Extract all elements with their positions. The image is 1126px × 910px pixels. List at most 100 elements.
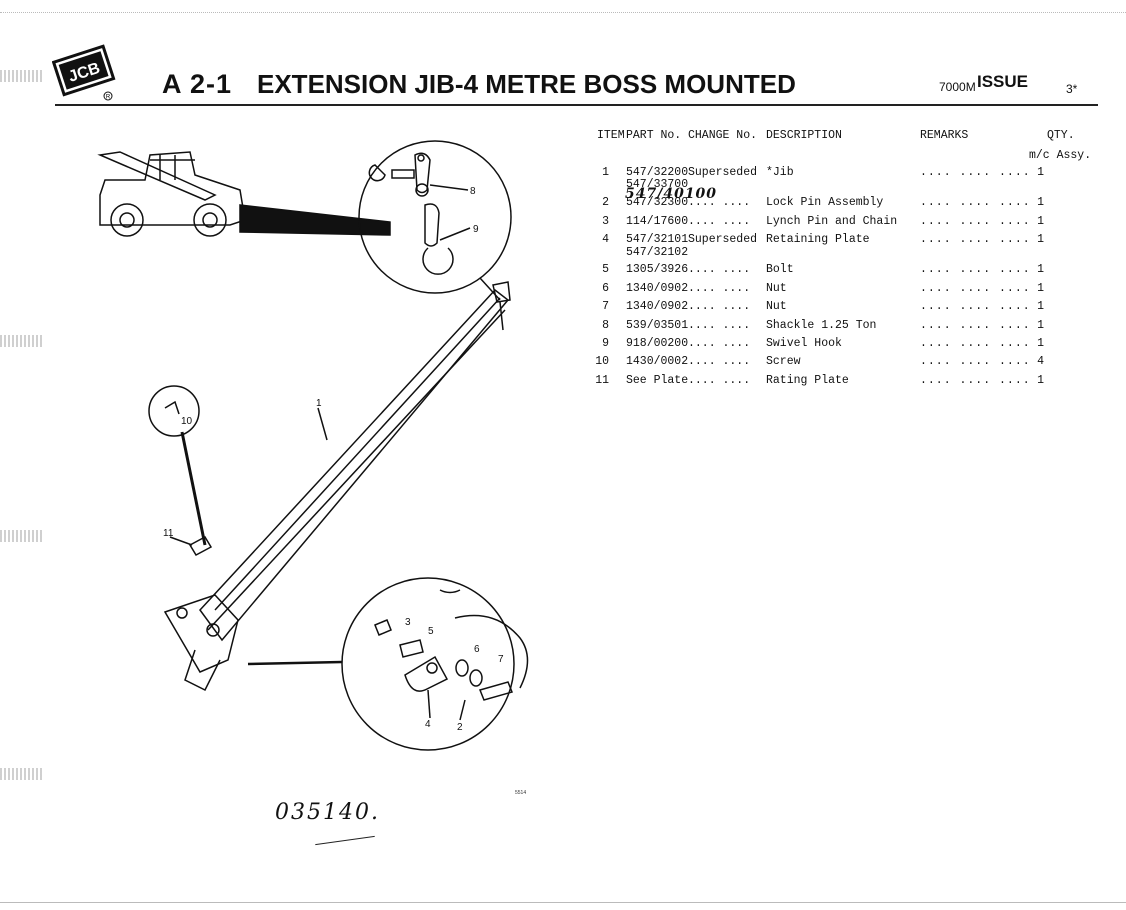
table-row: 6 1340/0902 .... .... Nut .... .... ....… [0, 282, 1126, 300]
quantity: 1 [1037, 233, 1044, 246]
remarks: .... .... .... [920, 166, 1031, 179]
table-row: 2 547/32300 .... .... Lock Pin Assembly … [0, 196, 1126, 214]
scan-artifact [0, 768, 44, 780]
col-header-change: CHANGE No. [688, 129, 758, 142]
change-number: .... .... [688, 196, 751, 209]
item-number: 6 [602, 282, 609, 295]
item-number: 3 [602, 215, 609, 228]
table-row: 3 114/17600 .... .... Lynch Pin and Chai… [0, 215, 1126, 233]
callout-label: 2 [457, 722, 463, 733]
section-code: A 2-1 [162, 69, 233, 99]
remarks: .... .... .... [920, 263, 1031, 276]
description: Bolt [766, 263, 794, 276]
table-row: 7 1340/0902 .... .... Nut .... .... ....… [0, 300, 1126, 318]
callout-label: 4 [425, 719, 431, 730]
col-header-qty: QTY. [1047, 129, 1075, 142]
remarks: .... .... .... [920, 233, 1031, 246]
table-row: 11 See Plate .... .... Rating Plate ....… [0, 374, 1126, 392]
header-divider [55, 104, 1098, 106]
description: Retaining Plate [766, 233, 870, 246]
quantity: 1 [1037, 166, 1044, 179]
remarks: .... .... .... [920, 355, 1031, 368]
part-number: 1430/0002 [626, 355, 689, 368]
callout-label: 6 [474, 644, 480, 655]
item-number: 10 [595, 355, 609, 368]
table-row: 4 547/32101 Superseded Retaining Plate .… [0, 233, 1126, 251]
scan-artifact [0, 70, 44, 82]
quantity: 1 [1037, 196, 1044, 209]
item-number: 4 [602, 233, 609, 246]
change-number: .... .... [688, 355, 751, 368]
item-number: 7 [602, 300, 609, 313]
replacement-part-number: 547/32102 [626, 246, 689, 259]
scan-edge [0, 902, 1126, 903]
quantity: 1 [1037, 263, 1044, 276]
part-number: See Plate [626, 374, 689, 387]
remarks: .... .... .... [920, 300, 1031, 313]
part-number: 539/03501 [626, 319, 689, 332]
part-number: 114/17600 [626, 215, 689, 228]
callout-label: 5 [428, 626, 434, 637]
part-number: 1340/0902 [626, 300, 689, 313]
part-number: 918/00200 [626, 337, 689, 350]
issue-label: ISSUE [977, 72, 1029, 91]
part-number: 1305/3926 [626, 263, 689, 276]
change-number: .... .... [688, 300, 751, 313]
callout-label: 11 [163, 528, 174, 539]
change-number: .... .... [688, 319, 751, 332]
col-header-part: PART No. [626, 129, 682, 142]
remarks: .... .... .... [920, 215, 1031, 228]
change-number: .... .... [688, 374, 751, 387]
callout-label: 1 [316, 398, 322, 409]
quantity: 1 [1037, 319, 1044, 332]
quantity: 1 [1037, 215, 1044, 228]
description: Nut [766, 300, 787, 313]
table-row: 5 1305/3926 .... .... Bolt .... .... ...… [0, 263, 1126, 281]
remarks: .... .... .... [920, 374, 1031, 387]
remarks: .... .... .... [920, 337, 1031, 350]
item-number: 2 [602, 196, 609, 209]
quantity: 1 [1037, 374, 1044, 387]
item-number: 5 [602, 263, 609, 276]
svg-text:R: R [106, 95, 111, 101]
remarks: .... .... .... [920, 282, 1031, 295]
item-number: 9 [602, 337, 609, 350]
scan-artifact [0, 335, 44, 347]
exploded-parts-diagram: 1 2 3 4 5 6 7 8 9 10 11 [97, 140, 529, 751]
col-header-remarks: REMARKS [920, 129, 969, 142]
change-number: Superseded [688, 233, 758, 246]
table-row: 10 1430/0002 .... .... Screw .... .... .… [0, 355, 1126, 373]
description: Screw [766, 355, 801, 368]
hook-detail-callout [358, 140, 512, 301]
callout-label: 8 [470, 186, 476, 197]
figure-reference: 5514 [515, 790, 527, 796]
change-number: .... .... [688, 215, 751, 228]
description: *Jib [766, 166, 794, 179]
description: Rating Plate [766, 374, 849, 387]
col-header-qty-sub: m/c Assy. [1029, 149, 1092, 162]
screw-detail-callout [148, 385, 213, 556]
description: Nut [766, 282, 787, 295]
remarks: .... .... .... [920, 196, 1031, 209]
jib-boom [163, 281, 511, 692]
telehandler-machine [97, 151, 391, 237]
item-number: 1 [602, 166, 609, 179]
page-title: EXTENSION JIB-4 METRE BOSS MOUNTED [257, 69, 796, 99]
table-row: 9 918/00200 .... .... Swivel Hook .... .… [0, 337, 1126, 355]
quantity: 1 [1037, 282, 1044, 295]
jcb-logo-icon: JCB R [52, 44, 116, 101]
part-number: 547/32101 [626, 233, 689, 246]
callout-label: 10 [181, 416, 193, 427]
quantity: 1 [1037, 337, 1044, 350]
issue-code: 7000M [939, 80, 976, 94]
change-number: .... .... [688, 282, 751, 295]
quantity: 1 [1037, 300, 1044, 313]
description: Lock Pin Assembly [766, 196, 884, 209]
quantity: 4 [1037, 355, 1044, 368]
item-number: 11 [595, 374, 609, 387]
part-number: 1340/0902 [626, 282, 689, 295]
handwritten-part-number: 547/40100 [625, 186, 718, 202]
issue-number: 3* [1066, 82, 1078, 96]
table-row: 1 547/32200 Superseded *Jib .... .... ..… [0, 166, 1126, 184]
description: Lynch Pin and Chain [766, 215, 898, 228]
